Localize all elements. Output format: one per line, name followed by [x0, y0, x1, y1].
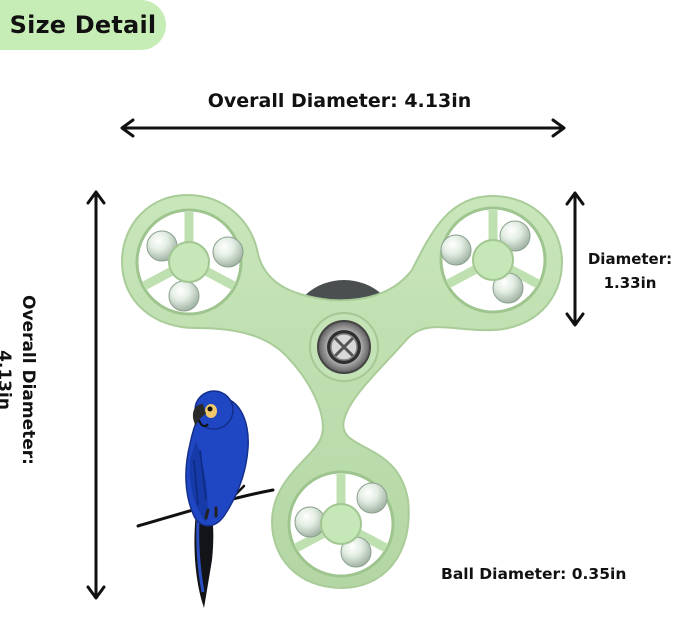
parrot-illustration	[136, 390, 275, 608]
arm-diameter-arrow	[565, 191, 585, 327]
right-lobe	[439, 206, 547, 314]
size-detail-badge: Size Detail	[0, 0, 166, 50]
bottom-lobe	[287, 470, 395, 578]
arm-diameter-label: Diameter: 1.33in	[587, 250, 673, 292]
horizontal-dimension-arrow	[120, 118, 566, 138]
vertical-dimension-arrow	[86, 190, 106, 600]
left-lobe	[135, 208, 244, 316]
overall-diameter-horizontal-label: Overall Diameter: 4.13in	[207, 90, 472, 112]
ball-diameter-label: Ball Diameter: 0.35in	[441, 565, 627, 583]
fidget-spinner-illustration	[120, 193, 564, 590]
badge-text: Size Detail	[9, 11, 157, 39]
center-bearing	[309, 312, 379, 382]
